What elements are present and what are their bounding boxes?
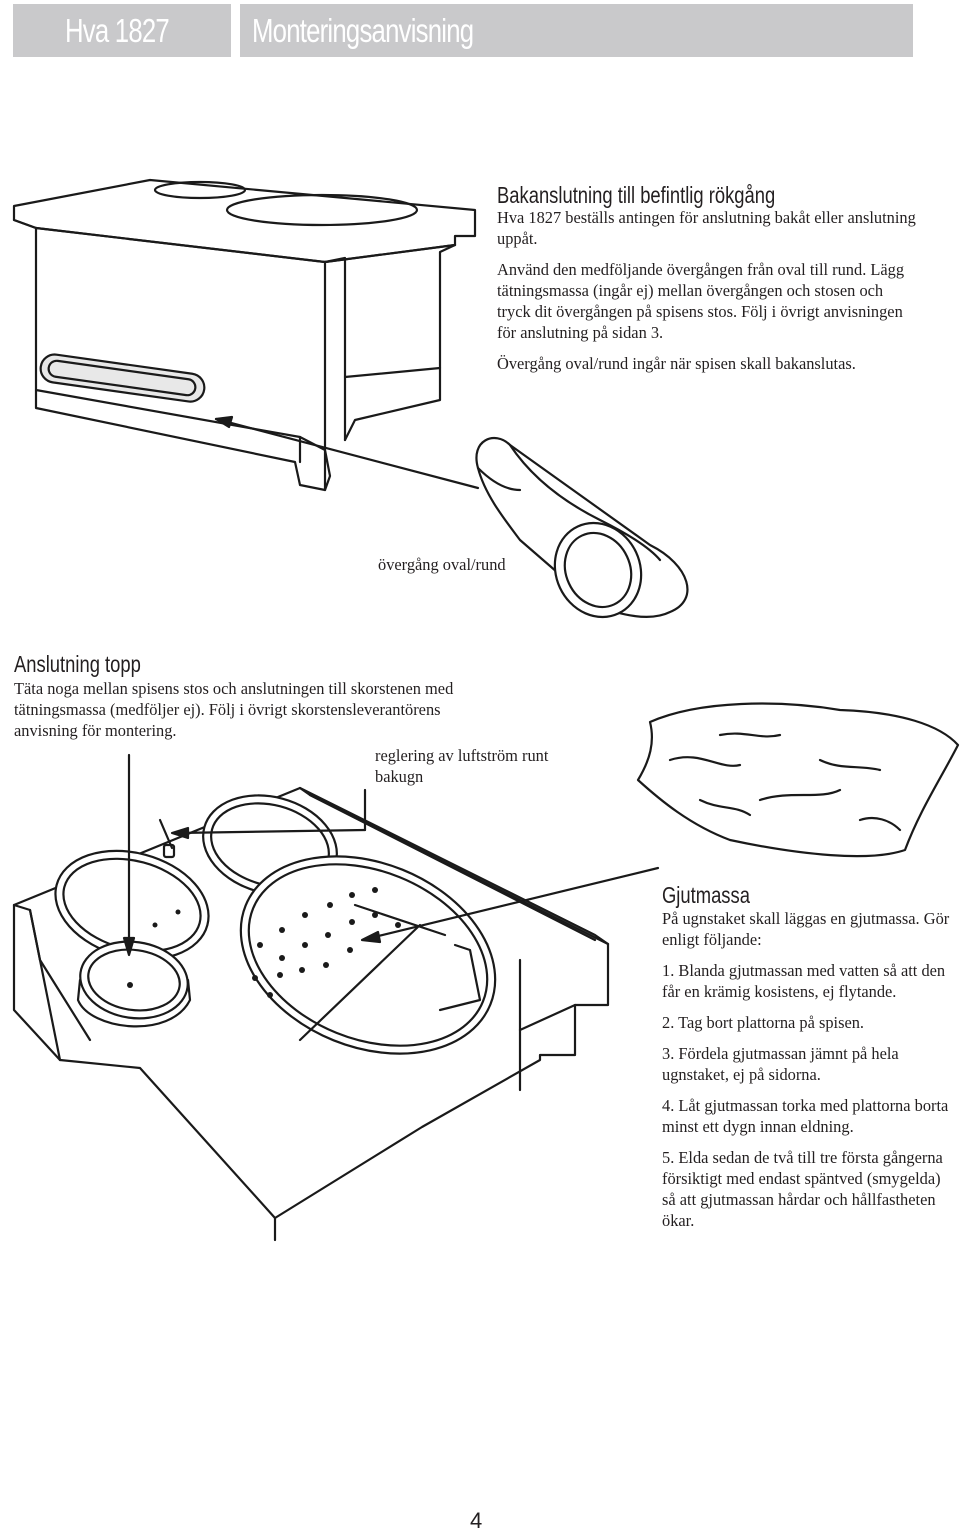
cast-compound-step: 5. Elda sedan de två till tre första gån… bbox=[662, 1148, 943, 1230]
header-title-bar: Monteringsanvisning bbox=[240, 4, 913, 57]
transition-figure-label: övergång oval/rund bbox=[378, 555, 506, 574]
stove-rear-illustration bbox=[12, 178, 477, 492]
cast-compound-step: 2. Tag bort plattorna på spisen. bbox=[662, 1013, 865, 1032]
top-connection-text: Täta noga mellan spisens stos och anslut… bbox=[14, 678, 489, 741]
header-title: Monteringsanvisning bbox=[252, 12, 474, 49]
top-connection-paragraph: Täta noga mellan spisens stos och anslut… bbox=[14, 679, 454, 740]
rear-connection-paragraph: Använd den medföljande övergången från o… bbox=[497, 260, 905, 342]
header-product-bar: Hva 1827 bbox=[13, 4, 231, 57]
rear-connection-paragraph: Hva 1827 beställs antingen för anslutnin… bbox=[497, 208, 916, 248]
cast-compound-intro: På ugnstaket skall läggas en gjutmas­sa.… bbox=[662, 909, 950, 949]
arrow-top-connection bbox=[122, 753, 136, 957]
arrow-rear-connection bbox=[214, 415, 480, 490]
section-heading-top-connection: Anslutning topp bbox=[14, 651, 141, 677]
arrow-cast-compound bbox=[360, 866, 660, 944]
air-regulation-label: reglering av luftström runt bakugn bbox=[375, 746, 549, 786]
cast-compound-step: 4. Låt gjutmassan torka med plattorna bo… bbox=[662, 1096, 949, 1136]
section-heading-cast-compound: Gjutmassa bbox=[662, 882, 750, 908]
cast-compound-step: 1. Blanda gjutmassan med vatten så att d… bbox=[662, 961, 946, 1001]
header-product: Hva 1827 bbox=[65, 12, 170, 49]
oval-round-transition-illustration bbox=[475, 436, 689, 619]
stove-top-illustration bbox=[12, 786, 610, 1242]
rear-connection-paragraph: Övergång oval/rund ingår när spisen skal… bbox=[497, 354, 856, 373]
arrow-air-regulation bbox=[170, 788, 367, 840]
section-heading-rear-connection: Bakanslutning till befintlig rökgång bbox=[497, 182, 776, 208]
rear-connection-text: Hva 1827 beställs antingen för anslutnin… bbox=[497, 207, 917, 374]
cast-compound-step: 3. Fördela gjutmassan jämnt på hela ugns… bbox=[662, 1044, 899, 1084]
cast-compound-text: På ugnstaket skall läggas en gjutmas­sa.… bbox=[662, 908, 954, 1231]
cast-compound-bag-illustration bbox=[636, 702, 960, 858]
page-number: 4 bbox=[470, 1508, 483, 1533]
